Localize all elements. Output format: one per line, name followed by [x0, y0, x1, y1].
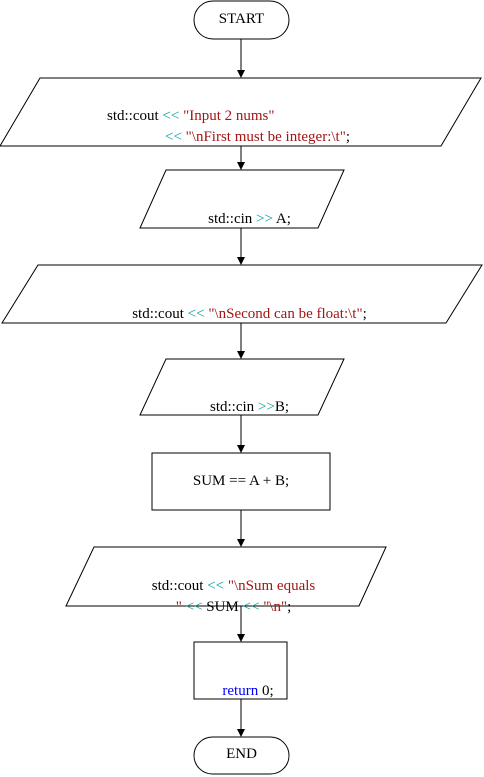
input-parallelogram-1: [139, 169, 345, 229]
code-text: 0;: [258, 683, 274, 699]
string-literal: "Input 2 nums": [179, 108, 275, 124]
input-parallelogram-2: [139, 358, 345, 416]
input-2-label: std::cin >>B;: [140, 376, 344, 439]
start-label: START: [218, 11, 265, 27]
code-text: ;: [362, 306, 367, 322]
output-3-line-1: std::cout << "\nSum equals: [66, 555, 386, 618]
process-label: SUM == A + B;: [192, 473, 290, 489]
code-text: std::cin: [208, 211, 257, 227]
arrowhead: [237, 539, 245, 547]
code-text: B;: [274, 399, 290, 415]
string-literal: "\nSecond can be float:\t": [204, 306, 363, 322]
string-literal: "\n": [259, 599, 288, 615]
string-literal: ": [175, 599, 182, 615]
string-literal: "\nFirst must be integer:\t": [181, 129, 346, 145]
arrowhead: [237, 634, 245, 642]
arrowhead: [237, 351, 245, 359]
operator: >>: [256, 211, 273, 227]
input-1-label: std::cin >> A;: [140, 188, 344, 251]
end-label: END: [226, 746, 257, 762]
return-label: return 0;: [194, 660, 287, 723]
arrowhead: [237, 729, 245, 737]
operator: <<: [207, 578, 225, 594]
code-text: std::cout: [132, 306, 188, 322]
output-parallelogram-1: [0, 77, 482, 147]
operator: <<: [181, 599, 203, 615]
connectors: [237, 39, 245, 737]
code-text: A;: [272, 211, 291, 227]
arrowhead: [237, 257, 245, 265]
code-text: ;: [345, 129, 350, 145]
arrowhead: [237, 70, 245, 78]
output-1-line-2: << "\nFirst must be integer:\t";: [150, 106, 350, 169]
code-text: SUM: [202, 599, 243, 615]
output-parallelogram-2: [1, 264, 483, 324]
code-text: std::cout: [107, 108, 163, 124]
output-2-label: std::cout << "\nSecond can be float:\t";: [2, 283, 482, 346]
operator: >>: [257, 399, 275, 415]
output-1-line-1: std::cout << "Input 2 nums": [92, 85, 275, 148]
operator: <<: [242, 599, 260, 615]
return-box: [193, 641, 288, 700]
operator: <<: [187, 306, 205, 322]
code-text: std::cout: [151, 578, 208, 594]
code-text: std::cin: [209, 399, 258, 415]
output-3-line-2: " << SUM << "\n";: [66, 576, 386, 639]
arrowhead: [237, 162, 245, 170]
operator: <<: [165, 129, 182, 145]
operator: <<: [162, 108, 180, 124]
string-literal: "\nSum equals: [224, 578, 316, 594]
keyword: return: [222, 683, 259, 699]
end-terminator: [193, 736, 290, 775]
output-parallelogram-3: [65, 546, 387, 607]
arrowhead: [237, 445, 245, 453]
code-text: ;: [287, 599, 292, 615]
